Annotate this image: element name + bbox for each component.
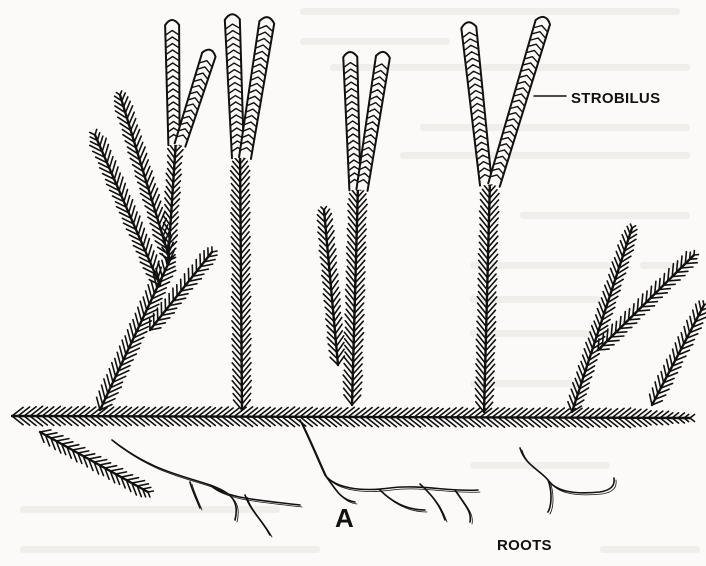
figure-letter-label: A <box>335 503 354 534</box>
strobilus-label: STROBILUS <box>571 90 660 107</box>
main-stem <box>12 406 695 427</box>
strobilus-4a <box>461 22 492 185</box>
left-shoot-side <box>150 247 217 330</box>
left-shoot-base <box>97 254 176 410</box>
strobilus-3b <box>356 52 389 191</box>
strobilus-1b <box>175 50 216 147</box>
strobilus-3a <box>343 52 360 190</box>
strobilus-1a <box>165 20 180 145</box>
fertile-shoot-3 <box>343 181 367 405</box>
main-stem-left-drop <box>40 430 153 497</box>
right-shoot-1 <box>568 224 637 412</box>
right-shoot-3 <box>650 301 706 405</box>
strobilus-2b <box>239 17 274 159</box>
roots-label: ROOTS <box>497 537 552 554</box>
fertile-shoot-4 <box>475 175 499 412</box>
left-shoot-upper <box>90 129 164 285</box>
fertile-shoot-3-side <box>317 207 344 365</box>
fertile-shoot-2 <box>231 148 252 410</box>
left-shoot-mid <box>115 91 175 260</box>
roots <box>112 420 616 537</box>
strobilus-4b <box>488 17 550 187</box>
